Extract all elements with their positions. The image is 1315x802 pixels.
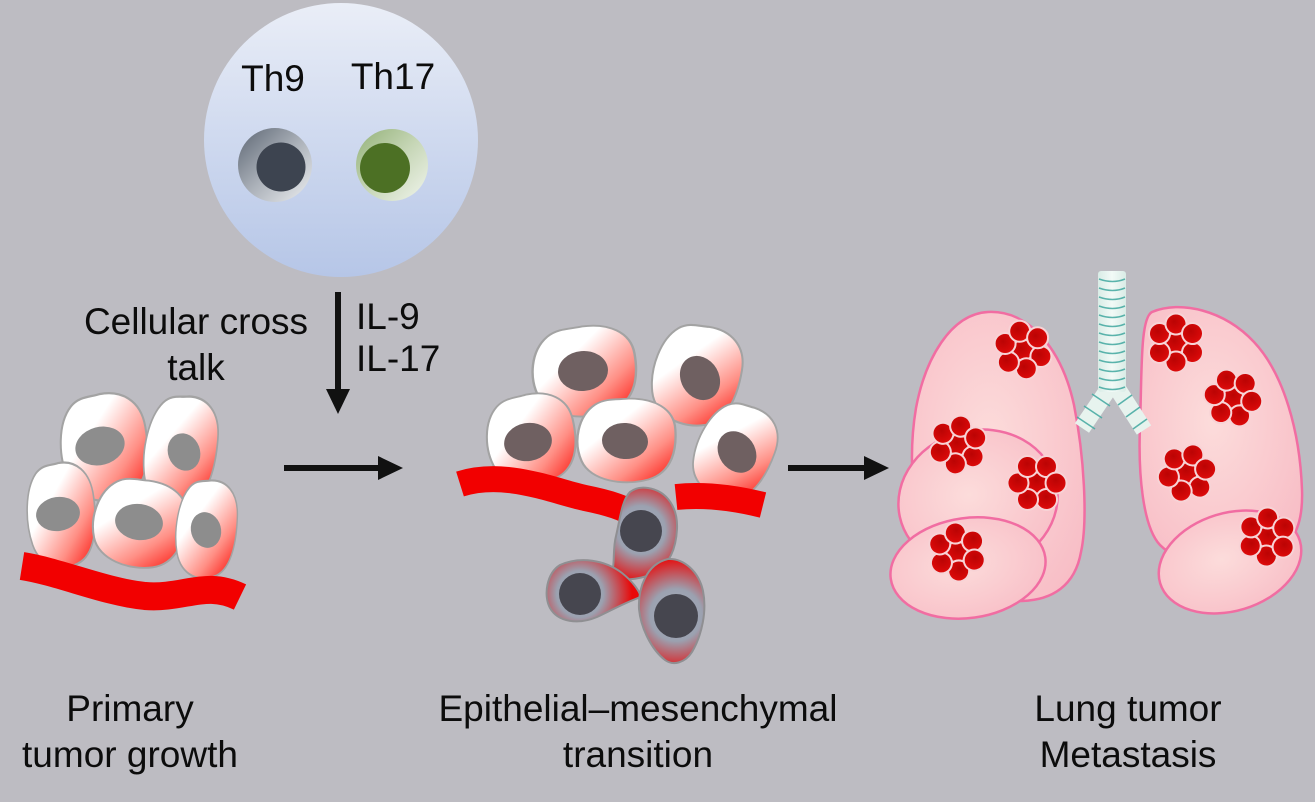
broken-membrane-right bbox=[674, 483, 767, 518]
primary-caption-line2: tumor growth bbox=[22, 734, 238, 775]
basement-membrane bbox=[19, 552, 247, 611]
th17-label: Th17 bbox=[350, 56, 436, 97]
metastatic-lungs bbox=[889, 271, 1305, 620]
lymphocyte-sphere bbox=[204, 3, 478, 277]
crosstalk-line1: Cellular cross bbox=[83, 301, 309, 342]
emt-caption-line1: Epithelial–mesenchymal bbox=[438, 688, 838, 729]
il9-label: IL-9 bbox=[356, 296, 420, 337]
th17-cell bbox=[356, 129, 428, 201]
th9-label: Th9 bbox=[241, 58, 305, 99]
mesenchymal-nuclei bbox=[559, 510, 698, 638]
emt-caption-line2: transition bbox=[562, 734, 714, 775]
crosstalk-label: Cellular cross talk bbox=[46, 299, 346, 391]
primary-tumor-caption: Primary tumor growth bbox=[0, 686, 260, 778]
il17-label: IL-17 bbox=[356, 338, 441, 379]
emt-cluster bbox=[456, 314, 790, 665]
cell-nuclei bbox=[504, 350, 757, 473]
crosstalk-line2: talk bbox=[167, 347, 225, 388]
cell-nuclei bbox=[36, 426, 222, 548]
right-arrow-icon-1 bbox=[284, 456, 403, 480]
metastasis-caption-line2: Metastasis bbox=[1039, 734, 1217, 775]
metastasis-caption: Lung tumor Metastasis bbox=[968, 686, 1288, 778]
th9-cell bbox=[238, 128, 312, 202]
broken-membrane-left bbox=[456, 466, 642, 527]
trachea bbox=[1074, 271, 1152, 435]
primary-tumor-cluster bbox=[19, 388, 247, 611]
down-arrow-icon bbox=[326, 292, 350, 414]
right-arrow-icon-2 bbox=[788, 456, 889, 480]
primary-caption-line1: Primary bbox=[66, 688, 194, 729]
metastasis-caption-line1: Lung tumor bbox=[1034, 688, 1222, 729]
emt-caption: Epithelial–mesenchymal transition bbox=[418, 686, 858, 778]
